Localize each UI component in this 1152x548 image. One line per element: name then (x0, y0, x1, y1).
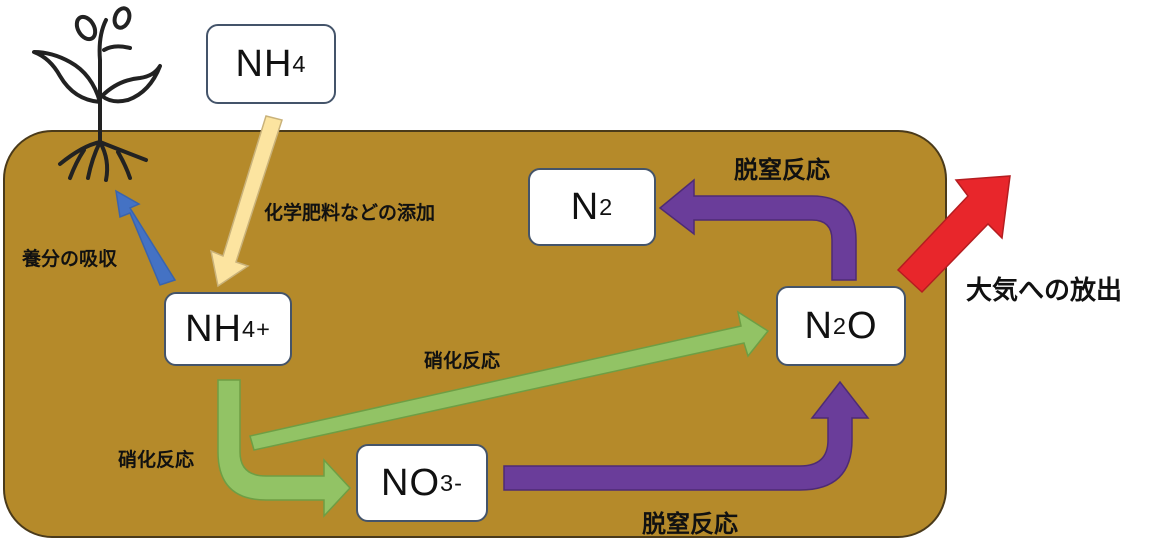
label-nitrification-upper: 硝化反応 (424, 350, 501, 372)
node-n2o-base: N (804, 304, 833, 347)
node-no3-sup: - (454, 469, 463, 496)
node-nh4-ion-sub: 4 (242, 315, 257, 342)
nitrification-arrow-lower (217, 379, 352, 518)
uptake-arrow (115, 189, 177, 286)
node-n2o-tail: O (847, 304, 878, 347)
nitrification-arrow-upper (249, 310, 770, 451)
fertilizer-arrow (209, 115, 283, 288)
node-nh4-ion-base: NH (185, 307, 242, 350)
label-denitrification-upper: 脱窒反応 (734, 156, 830, 184)
denitrification-arrow-upper (658, 178, 857, 281)
node-n2o-sub: 2 (832, 312, 847, 339)
node-no3-sub: 3 (440, 469, 455, 496)
denitrification-arrow-lower (503, 380, 870, 491)
node-nh4-source-base: NH (235, 42, 293, 85)
node-no3-base: NO (381, 461, 441, 504)
node-nh4-source-sub: 4 (292, 50, 307, 77)
label-emission: 大気への放出 (966, 276, 1123, 306)
plant-icon (32, 6, 162, 182)
emission-arrow (896, 175, 1011, 294)
node-n2-sub: 2 (599, 193, 614, 220)
node-nh4-ion-sup: + (256, 315, 271, 342)
label-denitrification-lower: 脱窒反応 (642, 510, 738, 538)
node-n2-base: N (570, 185, 600, 228)
label-uptake: 養分の吸収 (22, 248, 118, 270)
label-fertilizer: 化学肥料などの添加 (264, 202, 436, 224)
label-nitrification-lower: 硝化反応 (118, 449, 195, 471)
